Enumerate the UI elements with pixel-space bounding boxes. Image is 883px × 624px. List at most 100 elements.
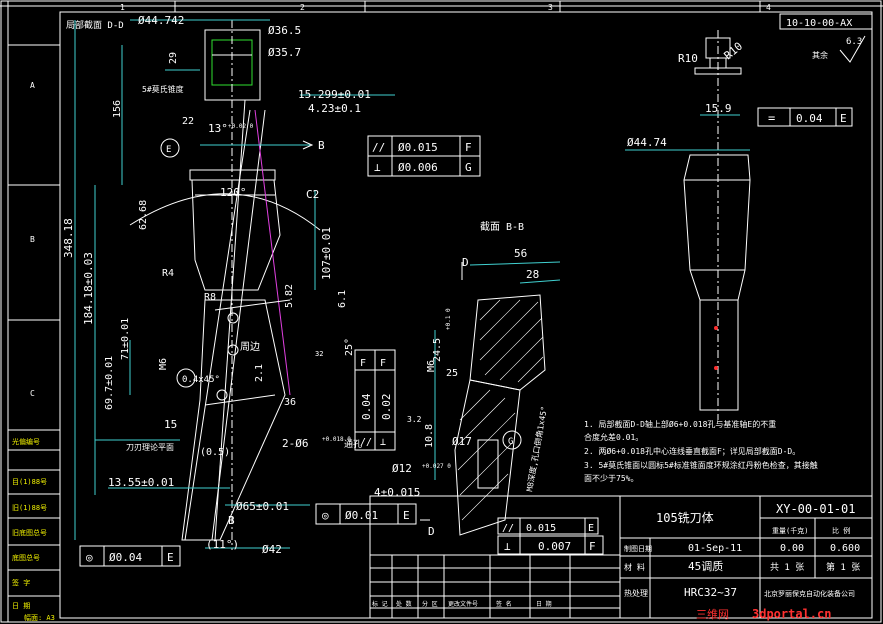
svg-text:0.600: 0.600 [830,543,860,554]
svg-text:G: G [465,161,472,174]
svg-text:F: F [380,358,386,369]
svg-text:3. 5#莫氏锥面以圆标5#标准锥面度环规涂红丹粉色检查，其: 3. 5#莫氏锥面以圆标5#标准锥面度环规涂红丹粉色检查，其接触 [584,460,818,470]
svg-text:◎: ◎ [322,509,329,522]
svg-text:Ø0.006: Ø0.006 [398,161,438,174]
svg-text:⊥: ⊥ [380,437,386,448]
svg-text:+0.02 0: +0.02 0 [228,123,254,130]
svg-text:Ø44.74: Ø44.74 [627,136,667,149]
svg-text:15: 15 [164,418,177,431]
svg-text:◎: ◎ [86,551,93,564]
border-col-1: 1 [120,3,125,12]
svg-text:分 区: 分 区 [422,600,438,608]
svg-text:比 例: 比 例 [832,526,850,535]
svg-text:M6: M6 [426,360,437,372]
svg-text:4.23±0.1: 4.23±0.1 [308,102,361,115]
border-row-a: A [30,81,35,90]
svg-text:5#莫氏锥度: 5#莫氏锥度 [142,84,184,94]
main-dims-center: 120° C2 R4 R8 5.82 107±0.01 6.1 M6 周边 32… [158,186,355,408]
svg-text:15.299±0.01: 15.299±0.01 [298,88,371,101]
svg-text:M8深度,孔口倒角1x45°: M8深度,孔口倒角1x45° [524,405,549,492]
section-dd-labels: 局部截面 D-D Ø44.742 Ø36.5 Ø35.7 29 156 5#莫氏… [66,14,371,152]
svg-text:107±0.01: 107±0.01 [320,227,333,280]
svg-text:第 1 张: 第 1 张 [826,561,860,573]
svg-text:F: F [360,358,366,369]
svg-text:3.2: 3.2 [407,415,422,424]
svg-text:共 1 张: 共 1 张 [770,562,804,573]
svg-text:E: E [588,523,594,534]
svg-text:29: 29 [168,52,179,64]
svg-text:通孔: 通孔 [344,439,362,450]
border-col-2: 2 [300,3,305,12]
svg-text:01-Sep-11: 01-Sep-11 [688,543,742,554]
svg-text:材 料: 材 料 [624,562,645,572]
border-row-c: C [30,389,35,398]
svg-text:Ø0.04: Ø0.04 [109,551,142,564]
gdt-frame-bb: // 0.015 E ⊥ 0.007 F [497,517,604,555]
svg-text:5.82: 5.82 [284,284,295,308]
svg-text:三维网: 三维网 [696,608,729,621]
svg-text:28: 28 [526,268,539,281]
svg-text:1. 局部截面D-D轴上部Ø6+0.018孔与基准轴E的不重: 1. 局部截面D-D轴上部Ø6+0.018孔与基准轴E的不重 [584,419,776,429]
border-row-b: B [30,235,35,244]
svg-text:重量(千克): 重量(千克) [772,526,808,535]
svg-text:日 期: 日 期 [536,600,552,608]
main-view: E 0.4x45° [74,19,395,550]
svg-text:2-Ø6: 2-Ø6 [282,437,309,450]
technical-notes: 1. 局部截面D-D轴上部Ø6+0.018孔与基准轴E的不重 合度允差0.01。… [584,419,818,483]
svg-text:Ø12: Ø12 [392,462,412,475]
title-block: 标 记 处 数 分 区 更改文件号 签 名 日 期 105铣刀体 XY-00-0… [369,495,873,619]
svg-text:B: B [318,139,325,152]
svg-text:B: B [228,514,235,527]
svg-text:E: E [166,145,171,155]
svg-text:348.18: 348.18 [62,218,75,258]
svg-text:0.04: 0.04 [796,112,823,125]
gdt-frame-bottom-left: ◎ Ø0.04 E [79,545,181,567]
svg-text:0.015: 0.015 [526,523,556,534]
svg-text:184.18±0.03: 184.18±0.03 [82,252,95,325]
svg-text:制图日期: 制图日期 [624,544,652,553]
svg-text:(11°): (11°) [206,538,239,551]
svg-text:25: 25 [446,368,458,379]
drawing-number: XY-00-01-01 [776,502,855,516]
svg-text:面不少于75%。: 面不少于75%。 [584,474,638,483]
svg-text:刀刃理论平面: 刀刃理论平面 [126,442,174,452]
svg-text:0.4x45°: 0.4x45° [182,375,220,385]
svg-text:+0.1 0: +0.1 0 [445,308,452,330]
svg-text:更改文件号: 更改文件号 [448,600,478,608]
svg-text:25°: 25° [344,338,355,356]
svg-text:69.7±0.01: 69.7±0.01 [104,356,115,410]
svg-text:D: D [462,256,469,269]
svg-text:10.8: 10.8 [424,424,435,448]
svg-text:45调质: 45调质 [688,560,723,573]
company-name: 北京罗丽保克自动化装备公司 [764,589,855,598]
svg-text:R10: R10 [678,52,698,65]
svg-text:HRC32~37: HRC32~37 [684,586,737,599]
svg-text:2. 两Ø6+0.018孔中心连线垂直截面F；详见局部截面D: 2. 两Ø6+0.018孔中心连线垂直截面F；详见局部截面D-D。 [584,446,800,456]
part-name: 105铣刀体 [656,511,714,525]
svg-text:3dportal.cn: 3dportal.cn [752,607,831,621]
strip-label: 签 字 [12,578,30,587]
strip-label: 光偏编号 [12,437,40,446]
main-dims-left: 348.18 184.18±0.03 71±0.01 69.7±0.01 62.… [62,200,149,410]
svg-text:R10: R10 [722,40,746,63]
right-view: R10 R10 15.9 Ø44.74 = 0.04 E [625,30,853,420]
svg-text:热处理: 热处理 [624,588,648,598]
left-strip: 光偏编号 目(1)88号 旧(1)88号 旧底图总号 底图总号 签 字 日 期 … [8,429,60,622]
svg-text://: // [360,437,372,448]
svg-text:Ø17: Ø17 [452,435,472,448]
border-col-4: 4 [766,3,771,12]
svg-text:13°: 13° [208,122,228,135]
section-bb: 截面 B-B D 56 28 24.5 +0.1 0 M6 25 3.2 10.… [374,220,561,538]
border-col-3: 3 [548,3,553,12]
svg-text:+0.018 0: +0.018 0 [322,436,351,443]
svg-text:R8: R8 [204,292,216,303]
strip-label: 目(1)88号 [12,478,47,486]
svg-text:4±0.015: 4±0.015 [374,486,420,499]
svg-text:E: E [403,509,410,522]
svg-text:71±0.01: 71±0.01 [120,318,131,360]
svg-text://: // [372,141,385,154]
svg-text:Ø36.5: Ø36.5 [268,24,301,37]
svg-text:其余: 其余 [812,50,828,60]
